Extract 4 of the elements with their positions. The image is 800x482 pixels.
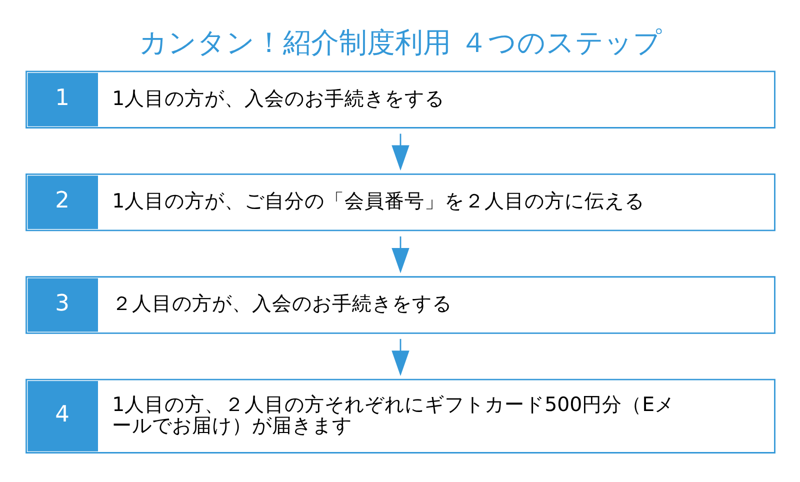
arrow: [391, 338, 409, 376]
arrow: [391, 134, 409, 171]
diagram-title: カンタン！紹介制度利用 ４つのステップ: [138, 26, 662, 59]
arrow: [391, 236, 409, 274]
